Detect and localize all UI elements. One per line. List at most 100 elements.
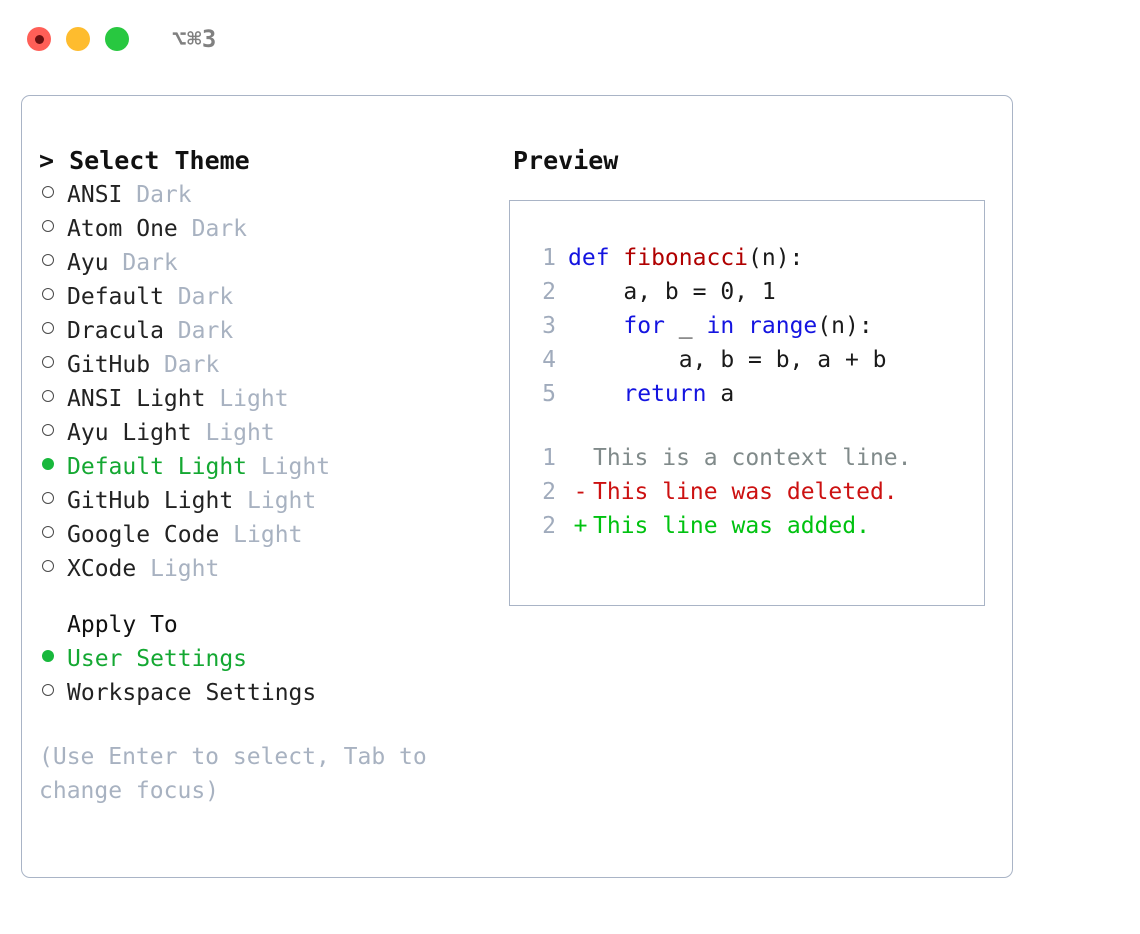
apply-to-option-label: User Settings xyxy=(67,646,248,672)
apply-to-option-label: Workspace Settings xyxy=(67,680,317,706)
traffic-lights xyxy=(27,27,129,51)
theme-option-variant: Light xyxy=(219,522,303,548)
code-line-content: a, b = 0, 1 xyxy=(568,275,776,309)
code-token xyxy=(568,313,623,339)
theme-option-name: Default Light xyxy=(67,454,248,480)
code-line-content: return a xyxy=(568,377,734,411)
theme-option-variant: Light xyxy=(136,556,220,582)
code-token: (n): xyxy=(817,313,873,339)
theme-option-4[interactable]: Dracula Dark xyxy=(39,314,509,348)
code-token: def xyxy=(568,245,624,271)
code-line-content: for _ in range(n): xyxy=(568,309,873,343)
code-line-number: 3 xyxy=(542,313,556,339)
theme-option-variant: Dark xyxy=(163,318,234,344)
keyboard-hint: (Use Enter to select, Tab to change focu… xyxy=(39,744,441,804)
diff-line: 2 +This line was added. xyxy=(522,509,984,543)
code-line-content: def fibonacci(n): xyxy=(568,241,803,275)
diff-line: 2-This line was deleted. xyxy=(522,475,984,509)
theme-option-10[interactable]: Google Code Light xyxy=(39,518,509,552)
diff-line-number: 2 xyxy=(542,513,556,539)
theme-option-name: Dracula xyxy=(67,318,164,344)
code-line: 5 return a xyxy=(522,377,984,411)
code-token: a, b = 0, 1 xyxy=(568,279,776,305)
code-line-number: 2 xyxy=(542,279,556,305)
code-line: 4 a, b = b, a + b xyxy=(522,343,984,377)
apply-to-option-0[interactable]: User Settings xyxy=(39,642,509,676)
diff-line-content: This is a context line. xyxy=(593,445,912,471)
diff-line-content: This line was deleted. xyxy=(593,479,898,505)
minimize-button[interactable] xyxy=(66,27,90,51)
theme-option-3[interactable]: Default Dark xyxy=(39,280,509,314)
diff-marker: + xyxy=(573,513,588,539)
theme-option-name: Google Code xyxy=(67,522,220,548)
theme-option-name: Default xyxy=(67,284,164,310)
theme-option-5[interactable]: GitHub Dark xyxy=(39,348,509,382)
theme-option-variant: Dark xyxy=(150,352,220,378)
code-token: a xyxy=(706,381,735,407)
preview-header: Preview xyxy=(513,146,619,175)
diff-line-number: 2 xyxy=(542,479,556,505)
code-token: in xyxy=(706,313,735,339)
code-line-number: 1 xyxy=(542,245,556,271)
theme-picker-header: > Select Theme xyxy=(39,146,250,175)
theme-option-7[interactable]: Ayu Light Light xyxy=(39,416,509,450)
theme-option-1[interactable]: Atom One Dark xyxy=(39,212,509,246)
code-line: 2 a, b = 0, 1 xyxy=(522,275,984,309)
theme-option-variant: Light xyxy=(191,420,275,446)
code-token: (n): xyxy=(748,245,804,271)
theme-option-name: GitHub xyxy=(67,352,151,378)
theme-option-0[interactable]: ANSI Dark xyxy=(39,178,509,212)
theme-option-variant: Dark xyxy=(163,284,234,310)
theme-option-8[interactable]: Default Light Light xyxy=(39,450,509,484)
theme-option-9[interactable]: GitHub Light Light xyxy=(39,484,509,518)
theme-option-name: XCode xyxy=(67,556,137,582)
theme-option-name: ANSI Light xyxy=(67,386,206,412)
apply-to-option-1[interactable]: Workspace Settings xyxy=(39,676,509,710)
theme-option-name: Ayu Light xyxy=(67,420,192,446)
code-line-number: 5 xyxy=(542,381,556,407)
theme-option-6[interactable]: ANSI Light Light xyxy=(39,382,509,416)
code-line-number: 4 xyxy=(542,347,556,373)
code-token xyxy=(568,381,623,407)
theme-option-variant: Light xyxy=(247,454,331,480)
theme-option-variant: Dark xyxy=(122,182,192,208)
theme-option-variant: Dark xyxy=(108,250,178,276)
diff-line-content: This line was added. xyxy=(593,513,870,539)
theme-option-name: Atom One xyxy=(67,216,178,242)
diff-sample: 1 This is a context line.2-This line was… xyxy=(522,441,984,543)
theme-option-name: GitHub Light xyxy=(67,488,234,514)
close-button[interactable] xyxy=(27,27,51,51)
code-line: 3 for _ in range(n): xyxy=(522,309,984,343)
code-token: return xyxy=(623,381,707,407)
theme-option-variant: Light xyxy=(205,386,289,412)
theme-option-11[interactable]: XCode Light xyxy=(39,552,509,586)
code-token xyxy=(734,313,748,339)
code-line-content: a, b = b, a + b xyxy=(568,343,887,377)
code-token: a, b = b, a + b xyxy=(568,347,887,373)
code-line: 1 def fibonacci(n): xyxy=(522,241,984,275)
code-token: _ xyxy=(664,313,707,339)
theme-option-variant: Dark xyxy=(177,216,248,242)
theme-option-name: ANSI xyxy=(67,182,123,208)
title-bar: ⌥⌘3 xyxy=(0,0,1140,78)
diff-marker xyxy=(568,441,593,475)
theme-option-2[interactable]: Ayu Dark xyxy=(39,246,509,280)
diff-line: 1 This is a context line. xyxy=(522,441,984,475)
maximize-button[interactable] xyxy=(105,27,129,51)
code-token: fibonacci xyxy=(623,245,749,271)
window-title: ⌥⌘3 xyxy=(172,25,217,53)
theme-option-variant: Light xyxy=(233,488,317,514)
code-token: for xyxy=(623,313,665,339)
diff-line-number: 1 xyxy=(542,445,556,471)
theme-option-name: Ayu xyxy=(67,250,109,276)
code-token: range xyxy=(748,313,818,339)
apply-to-header: Apply To xyxy=(67,612,178,638)
